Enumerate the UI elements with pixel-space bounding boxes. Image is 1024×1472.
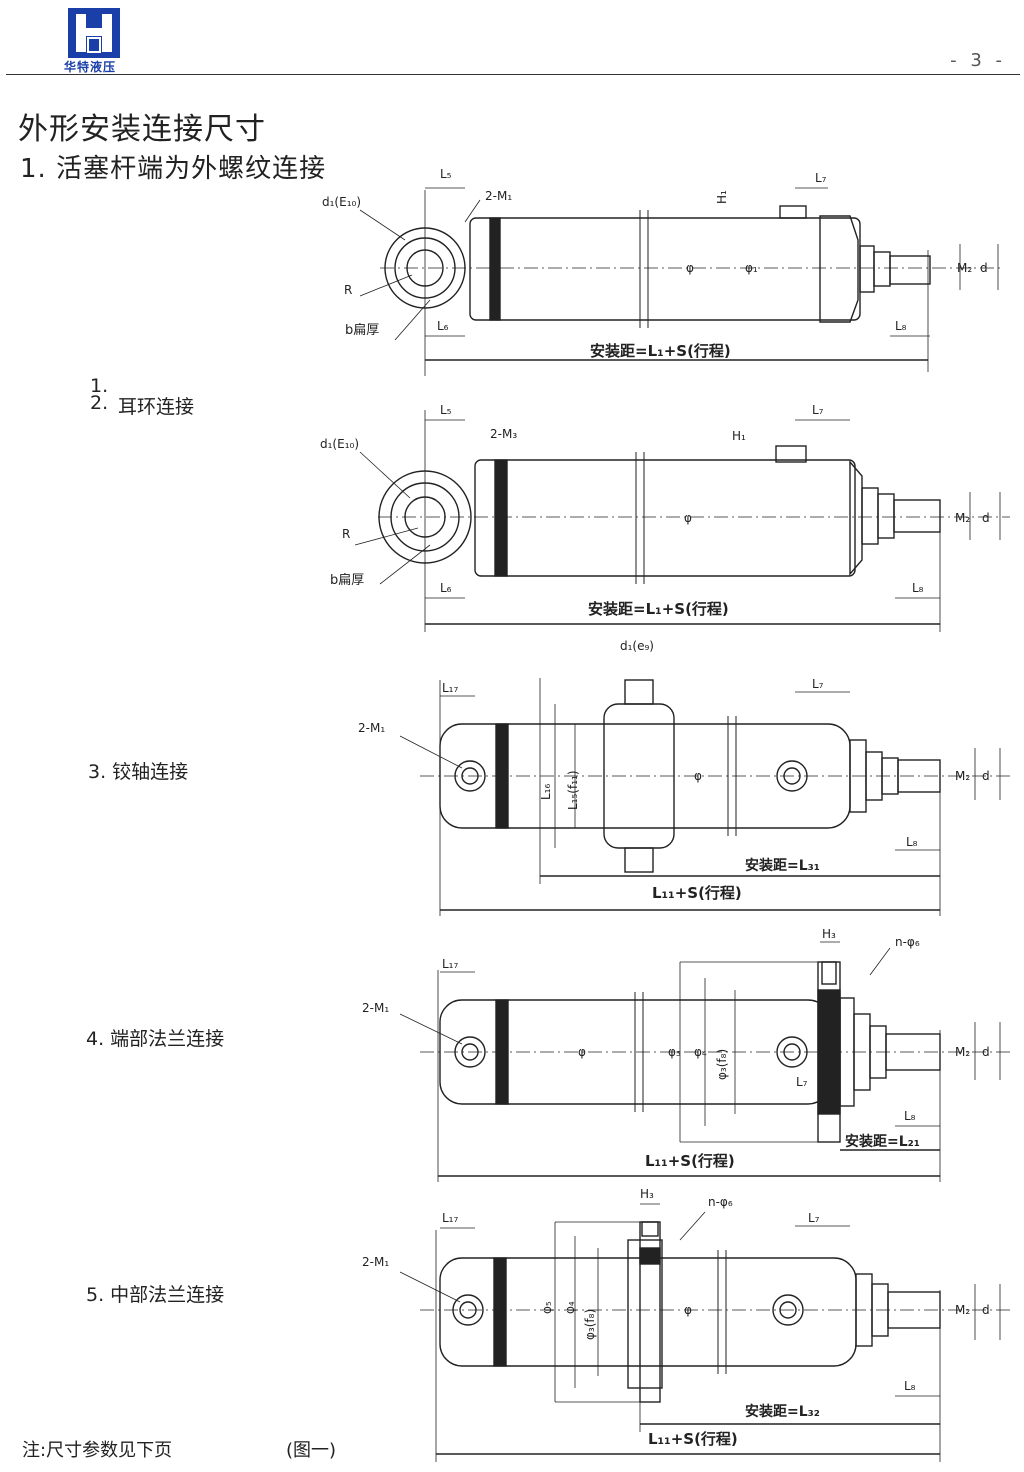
figure-caption: (图一)	[286, 1440, 337, 1461]
dim-L6-1: L₆	[437, 319, 449, 333]
dim-L7-2: L₇	[812, 403, 824, 417]
dim-L8-4: L₈	[904, 1109, 916, 1123]
dim-L5-2: L₅	[440, 403, 452, 417]
dim-M3-2: 2-M₃	[490, 427, 517, 441]
dim-L17-4: L₁₇	[442, 957, 458, 971]
section-subtitle: 1. 活塞杆端为外螺纹连接	[20, 154, 327, 184]
dim-L7-4: L₇	[796, 1075, 808, 1089]
dim-L8-5: L₈	[904, 1379, 916, 1393]
mount-distance-31: 安装距=L₃₁	[745, 857, 820, 874]
brand-name: 华特液压	[64, 60, 117, 74]
dim-L8-1: L₈	[895, 319, 907, 333]
dim-d1E10-1: d₁(E₁₀)	[322, 195, 361, 209]
dim-phi5-5: φ₅	[540, 1301, 554, 1314]
dim-phi3-4: φ₃(f₈)	[715, 1049, 729, 1080]
dim-nphi6-4: n-φ₆	[895, 935, 920, 949]
stroke-L11-5: L₁₁+S(行程)	[648, 1430, 738, 1448]
mount-distance-2: 安装距=L₁+S(行程)	[588, 600, 729, 618]
label-mid-flange: 5. 中部法兰连接	[86, 1284, 225, 1306]
drawing-mid-flange	[399, 1203, 1010, 1462]
dim-M1-4: 2-M₁	[362, 1001, 389, 1015]
dim-H3-5: H₃	[640, 1187, 654, 1201]
dim-L5-1: L₅	[440, 167, 452, 181]
dim-H1-2: H₁	[732, 429, 746, 443]
mount-distance-32: 安装距=L₃₂	[745, 1403, 820, 1420]
dim-M2-3: M₂	[955, 769, 970, 783]
drawing-trunnion	[399, 678, 1010, 916]
label-ear-ring-text: 耳环连接	[118, 396, 195, 418]
dim-L17-3: L₁₇	[442, 681, 458, 695]
dim-d-2: d	[982, 511, 990, 525]
header-rule	[6, 74, 1020, 75]
dim-H1-1: H₁	[715, 190, 729, 204]
dim-d-4: d	[982, 1045, 990, 1059]
label-trunnion: 3. 铰轴连接	[88, 761, 189, 783]
dim-M1-1: 2-M₁	[485, 189, 512, 203]
dim-phi1-1: φ₁	[745, 261, 758, 275]
drawing-ear-ring-2	[354, 410, 1010, 632]
dim-phi5-4: φ₅	[668, 1045, 681, 1059]
dim-M1-5: 2-M₁	[362, 1255, 389, 1269]
dim-H3-4: H₃	[822, 927, 836, 941]
dim-d-3: d	[982, 769, 990, 783]
dim-nphi6-5: n-φ₆	[708, 1195, 733, 1209]
page-title: 外形安装连接尺寸	[18, 112, 266, 147]
dim-L7-1: L₇	[815, 171, 827, 185]
mount-distance-21: 安装距=L₂₁	[845, 1133, 920, 1150]
dim-M2-2: M₂	[955, 511, 970, 525]
dim-phi4-4: φ₄	[694, 1045, 707, 1059]
dim-d-5: d	[982, 1303, 990, 1317]
dim-b-2: b扁厚	[330, 573, 364, 588]
stroke-L11-3: L₁₁+S(行程)	[652, 884, 742, 902]
dim-b-1: b扁厚	[345, 323, 379, 338]
dim-L15: L₁₅(f₁₁)	[566, 770, 580, 810]
dim-phi-1: φ	[686, 261, 694, 275]
label-num-2: 2.	[90, 392, 109, 414]
drawing-end-flange	[399, 941, 1010, 1182]
dim-phi3-5: φ₃(f₈)	[583, 1309, 597, 1340]
dim-L8-3: L₈	[906, 835, 918, 849]
label-end-flange: 4. 端部法兰连接	[86, 1028, 225, 1050]
dim-phi4-5: φ₄	[563, 1301, 577, 1314]
dim-d1e9: d₁(e₉)	[620, 639, 654, 653]
dim-phi-3: φ	[694, 769, 702, 783]
dim-d-1: d	[980, 261, 988, 275]
dim-L7-5: L₇	[808, 1211, 820, 1225]
dim-M2-4: M₂	[955, 1045, 970, 1059]
stroke-L11-4: L₁₁+S(行程)	[645, 1152, 735, 1170]
dim-phi-4: φ	[578, 1045, 586, 1059]
dim-L8-2: L₈	[912, 581, 924, 595]
dim-R-1: R	[344, 283, 352, 297]
dim-phi-2: φ	[684, 511, 692, 525]
dim-M1-3: 2-M₁	[358, 721, 385, 735]
label-num-1: 1.	[90, 375, 109, 397]
dim-M2-1: M₂	[957, 261, 972, 275]
page-number: - 3 -	[950, 50, 1006, 71]
label-ear-ring: 1. 2.	[90, 375, 109, 414]
dim-phi-5: φ	[684, 1303, 692, 1317]
drawing-ear-ring-1	[359, 187, 1000, 376]
mount-distance-1: 安装距=L₁+S(行程)	[590, 342, 731, 360]
dim-R-2: R	[342, 527, 350, 541]
footer-note: 注:尺寸参数见下页	[22, 1440, 173, 1461]
dim-L17-5: L₁₇	[442, 1211, 458, 1225]
dim-L7-3: L₇	[812, 677, 824, 691]
company-logo	[68, 8, 120, 58]
dim-L16: L₁₆	[539, 784, 553, 800]
dim-d1E10-2: d₁(E₁₀)	[320, 437, 359, 451]
dim-M2-5: M₂	[955, 1303, 970, 1317]
dim-L6-2: L₆	[440, 581, 452, 595]
